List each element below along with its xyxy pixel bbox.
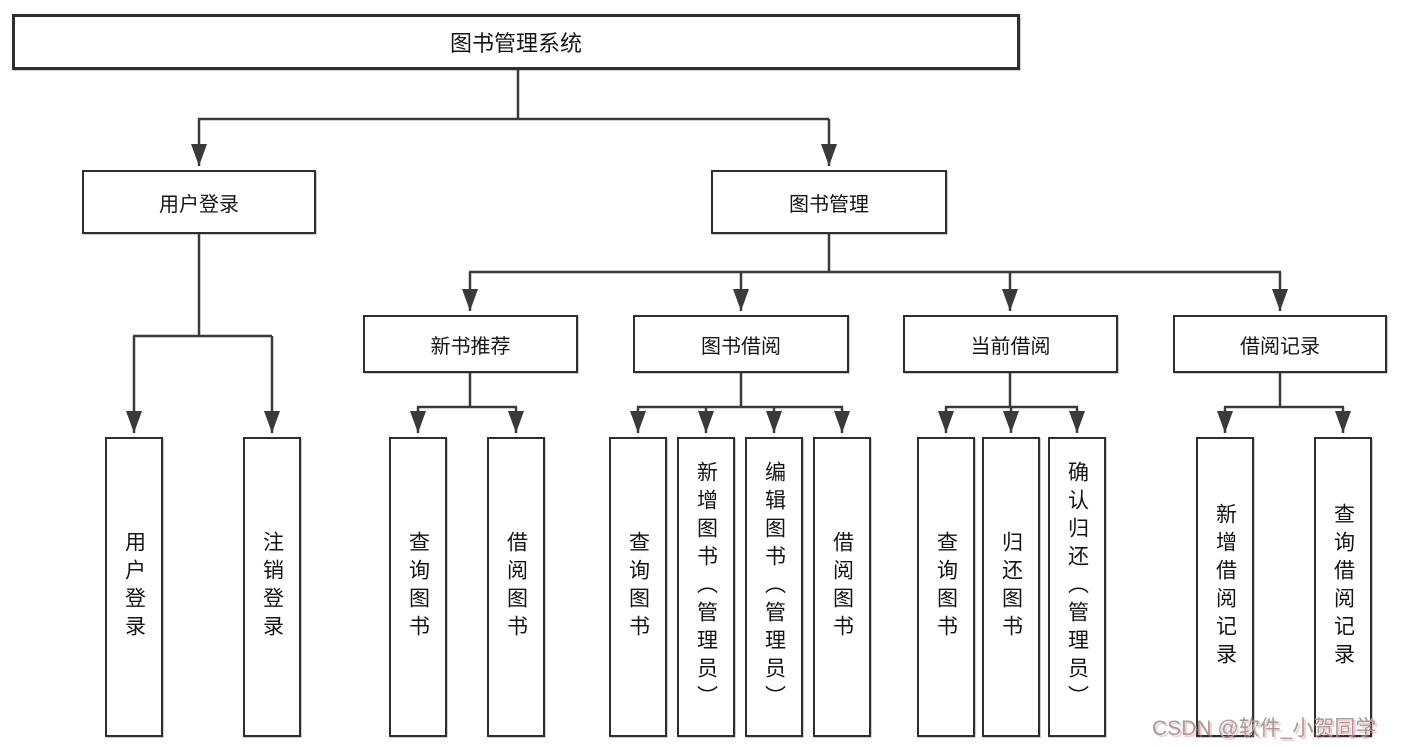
node-label: 借阅图书 bbox=[830, 531, 854, 643]
node-label: 图书管理系统 bbox=[449, 31, 582, 56]
node-label: 图书管理 bbox=[789, 193, 869, 216]
node-label: 用户登录 bbox=[122, 531, 146, 643]
node-leaf-query-books-borrowing: 查询图书 bbox=[609, 437, 667, 737]
csdn-watermark: CSDN @软件_小贺同学 bbox=[1152, 717, 1377, 740]
node-label: 编辑图书（管理员） bbox=[762, 461, 786, 713]
node-leaf-logout: 注销登录 bbox=[243, 437, 301, 737]
node-label: 查询借阅记录 bbox=[1331, 503, 1355, 671]
node-label: 注销登录 bbox=[260, 531, 284, 643]
node-label: 查询图书 bbox=[406, 531, 430, 643]
node-label: 新书推荐 bbox=[430, 335, 511, 358]
node-leaf-return-books: 归还图书 bbox=[982, 437, 1040, 737]
node-label: 当前借阅 bbox=[970, 335, 1051, 358]
node-book-borrowing: 图书借阅 bbox=[633, 315, 849, 373]
node-label: 归还图书 bbox=[999, 531, 1023, 643]
node-leaf-confirm-return-admin: 确认归还（管理员） bbox=[1048, 437, 1106, 737]
node-borrowing-records: 借阅记录 bbox=[1173, 315, 1387, 373]
node-book-management: 图书管理 bbox=[711, 170, 947, 234]
node-label: 图书借阅 bbox=[701, 335, 781, 358]
node-current-borrowing: 当前借阅 bbox=[903, 315, 1118, 373]
node-leaf-borrow-books: 借阅图书 bbox=[813, 437, 871, 737]
node-leaf-edit-books-admin: 编辑图书（管理员） bbox=[745, 437, 803, 737]
node-label: 查询图书 bbox=[934, 531, 958, 643]
node-label: 借阅图书 bbox=[504, 531, 528, 643]
node-leaf-query-borrow-record: 查询借阅记录 bbox=[1314, 437, 1372, 737]
node-leaf-borrow-books-recommend: 借阅图书 bbox=[487, 437, 545, 737]
node-new-book-recommendation: 新书推荐 bbox=[363, 315, 578, 373]
node-leaf-query-books-recommend: 查询图书 bbox=[389, 437, 447, 737]
node-label: 查询图书 bbox=[626, 531, 650, 643]
node-user-login: 用户登录 bbox=[82, 170, 316, 234]
node-leaf-add-books-admin: 新增图书（管理员） bbox=[677, 437, 735, 737]
node-leaf-query-books-current: 查询图书 bbox=[917, 437, 975, 737]
node-leaf-user-login: 用户登录 bbox=[105, 437, 163, 737]
node-library-management-system: 图书管理系统 bbox=[12, 14, 1020, 70]
node-label: 借阅记录 bbox=[1240, 335, 1320, 358]
node-label: 确认归还（管理员） bbox=[1065, 461, 1089, 713]
node-label: 用户登录 bbox=[159, 193, 239, 216]
node-leaf-add-borrow-record: 新增借阅记录 bbox=[1196, 437, 1254, 737]
node-label: 新增借阅记录 bbox=[1213, 503, 1237, 671]
node-label: 新增图书（管理员） bbox=[694, 461, 718, 713]
